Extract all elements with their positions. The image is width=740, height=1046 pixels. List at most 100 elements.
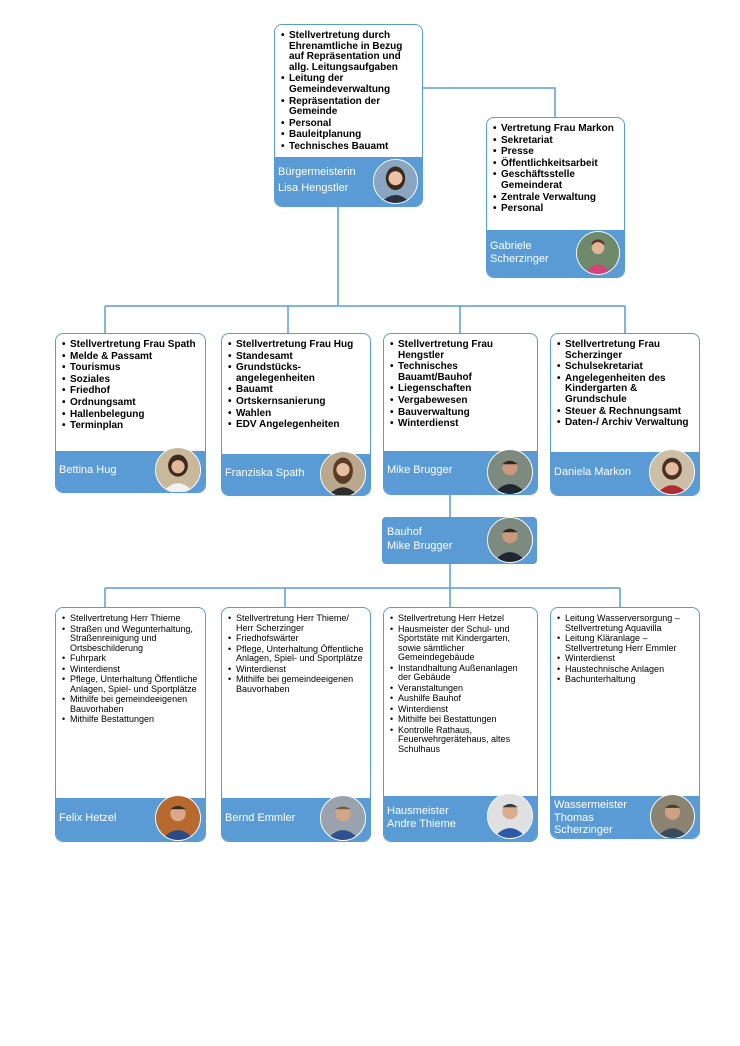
avatar xyxy=(155,795,201,841)
task-item: Ortskernsanierung xyxy=(228,396,366,408)
name-bar: Bernd Emmler xyxy=(222,795,370,841)
task-item: Friedhof xyxy=(62,386,201,397)
task-item: Repräsentation der Gemeinde xyxy=(281,96,418,118)
task-item: Stellvertretung Frau Spath xyxy=(62,339,201,351)
task-item: Grundstücks-angelegenheiten xyxy=(228,362,366,384)
task-item: Terminplan xyxy=(62,421,201,432)
task-list: Stellvertretung Herr Thieme Straßen und … xyxy=(56,608,205,725)
name-bar: Gabriele Scherzinger xyxy=(487,230,624,277)
task-item: Winterdienst xyxy=(390,704,533,715)
task-item: Öffentlichkeitsarbeit xyxy=(493,158,620,170)
card-andre-thieme: Stellvertretung Herr Hetzel Hausmeister … xyxy=(383,607,538,842)
task-item: Instandhaltung Außenanlagen der Gebäude xyxy=(390,663,533,683)
task-list: Stellvertretung Herr Thieme/ Herr Scherz… xyxy=(222,608,370,694)
avatar xyxy=(487,517,533,563)
card-thomas-scherzinger: Leitung Wasserversorgung – Stellvertretu… xyxy=(550,607,700,839)
person-name: Bettina Hug xyxy=(59,464,117,476)
task-item: Technisches Bauamt/Bauhof xyxy=(390,361,533,383)
task-item: Ordnungsamt xyxy=(62,397,201,409)
task-item: Mithilfe Bestattungen xyxy=(62,715,201,725)
task-item: Technisches Bauamt xyxy=(281,141,418,153)
avatar xyxy=(487,449,533,494)
card-daniela-markon: Stellvertretung Frau Scherzinger Schulse… xyxy=(550,333,700,496)
task-item: Hausmeister der Schul- und Sportstäte mi… xyxy=(390,624,533,663)
task-item: Personal xyxy=(493,204,620,215)
person-name: Bürgermeisterin Lisa Hengstler xyxy=(278,166,356,194)
task-list: Stellvertretung Frau Hengstler Technisch… xyxy=(384,334,537,430)
task-item: Pflege, Unterhaltung Öffentliche Anlagen… xyxy=(62,674,201,694)
task-item: Geschäftsstelle Gemeinderat xyxy=(493,170,620,191)
avatar xyxy=(576,231,620,275)
person-name: Hausmeister Andre Thieme xyxy=(387,805,456,831)
task-item: Vertretung Frau Markon xyxy=(493,123,620,135)
task-list: Stellvertretung Herr Hetzel Hausmeister … xyxy=(384,608,537,754)
task-list: Stellvertretung durch Ehrenamtliche in B… xyxy=(275,25,422,153)
person-name: Bauhof Mike Brugger xyxy=(387,526,453,552)
task-item: Bauamt xyxy=(228,385,366,396)
task-item: Haustechnische Anlagen xyxy=(557,664,695,675)
avatar xyxy=(373,159,418,204)
task-list: Stellvertretung Frau Spath Melde & Passa… xyxy=(56,334,205,432)
task-item: Wahlen xyxy=(228,408,366,420)
name-bar: Bettina Hug xyxy=(56,447,205,492)
name-bar: Wassermeister Thomas Scherzinger xyxy=(551,794,699,838)
task-item: Bauleitplanung xyxy=(281,130,418,141)
task-item: Winterdienst xyxy=(390,419,533,430)
task-item: Bauverwaltung xyxy=(390,407,533,419)
task-item: Straßen und Wegunterhaltung, Straßenrein… xyxy=(62,624,201,654)
task-item: Stellvertretung Herr Thieme xyxy=(62,613,201,624)
task-item: Winterdienst xyxy=(62,664,201,675)
task-item: Hallenbelegung xyxy=(62,409,201,421)
avatar xyxy=(649,449,695,495)
task-item: Vergabewesen xyxy=(390,395,533,407)
name-bar: Daniela Markon xyxy=(551,449,699,495)
task-item: Leitung der Gemeindeverwaltung xyxy=(281,74,418,95)
task-item: Soziales xyxy=(62,374,201,386)
task-item: Stellvertretung Frau Hug xyxy=(228,339,366,351)
avatar xyxy=(487,793,533,839)
task-item: Steuer & Rechnungsamt xyxy=(557,406,695,418)
task-list: Stellvertretung Frau Scherzinger Schulse… xyxy=(551,334,699,429)
person-name: Felix Hetzel xyxy=(59,812,117,824)
person-name: Franziska Spath xyxy=(225,467,305,479)
task-item: Sekretariat xyxy=(493,135,620,147)
person-name: Wassermeister Thomas Scherzinger xyxy=(554,799,627,837)
card-mike-brugger: Stellvertretung Frau Hengstler Technisch… xyxy=(383,333,538,495)
name-bar: Franziska Spath xyxy=(222,451,370,495)
name-bar: Felix Hetzel xyxy=(56,795,205,841)
task-item: Leitung Kläranlage – Stellvertretung Her… xyxy=(557,633,695,653)
task-item: Kontrolle Rathaus, Feuerwehrgerätehaus, … xyxy=(390,725,533,755)
task-item: Liegenschaften xyxy=(390,384,533,395)
task-item: Stellvertretung Frau Scherzinger xyxy=(557,339,695,361)
card-bettina-hug: Stellvertretung Frau Spath Melde & Passa… xyxy=(55,333,206,493)
task-item: Leitung Wasserversorgung – Stellvertretu… xyxy=(557,613,695,633)
task-item: Fuhrpark xyxy=(62,654,201,664)
task-item: Stellvertretung Herr Thieme/ Herr Scherz… xyxy=(228,613,366,633)
task-item: Presse xyxy=(493,147,620,158)
task-item: Mithilfe bei gemeindeeigenen Bauvorhaben xyxy=(62,694,201,714)
task-item: Bachunterhaltung xyxy=(557,675,695,685)
task-item: Daten-/ Archiv Verwaltung xyxy=(557,418,695,429)
task-item: Aushilfe Bauhof xyxy=(390,694,533,704)
card-franziska-spath: Stellvertretung Frau Hug Standesamt Grun… xyxy=(221,333,371,496)
task-item: Personal xyxy=(281,118,418,130)
task-list: Vertretung Frau Markon Sekretariat Press… xyxy=(487,118,624,215)
task-item: Standesamt xyxy=(228,351,366,363)
task-list: Stellvertretung Frau Hug Standesamt Grun… xyxy=(222,334,370,431)
avatar xyxy=(650,794,695,838)
task-item: Winterdienst xyxy=(557,654,695,664)
name-bar: Hausmeister Andre Thieme xyxy=(384,793,537,841)
task-item: Mithilfe bei gemeindeeigenen Bauvorhaben xyxy=(228,674,366,694)
task-item: Stellvertretung Herr Hetzel xyxy=(390,613,533,624)
task-item: Stellvertretung durch Ehrenamtliche in B… xyxy=(281,30,418,73)
person-name: Bernd Emmler xyxy=(225,812,296,824)
card-bernd-emmler: Stellvertretung Herr Thieme/ Herr Scherz… xyxy=(221,607,371,842)
card-gabriele-scherzinger: Vertretung Frau Markon Sekretariat Press… xyxy=(486,117,625,278)
connector-to-scherzinger xyxy=(422,87,556,118)
name-bar: Bürgermeisterin Lisa Hengstler xyxy=(275,157,422,206)
task-item: Winterdienst xyxy=(228,664,366,675)
task-item: Melde & Passamt xyxy=(62,351,201,363)
task-item: Zentrale Verwaltung xyxy=(493,192,620,204)
task-item: Mithilfe bei Bestattungen xyxy=(390,715,533,725)
